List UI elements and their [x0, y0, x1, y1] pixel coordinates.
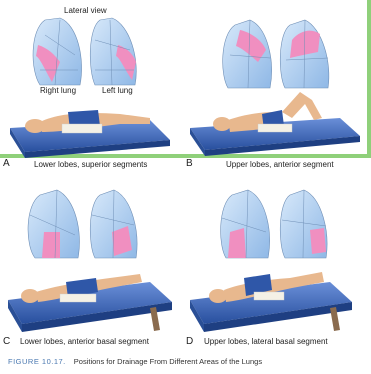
left-lung-label: Left lung	[102, 86, 133, 95]
panel-b-right-lung	[223, 20, 272, 88]
panel-b-left-lung	[280, 20, 329, 88]
panel-d-left-lung	[280, 190, 327, 258]
panel-a-right-lung	[33, 18, 82, 85]
panel-d-label: Upper lobes, lateral basal segment	[204, 337, 328, 346]
figure-number: FIGURE 10.17.	[8, 357, 66, 366]
panel-a-label: Lower lobes, superior segments	[34, 160, 147, 169]
panel-d-right-lung	[221, 190, 270, 258]
panel-c-left-lung	[90, 190, 137, 258]
panel-c-letter: C	[3, 336, 10, 347]
panel-b-letter: B	[186, 158, 193, 169]
panel-d-letter: D	[186, 336, 193, 347]
panel-c-label: Lower lobes, anterior basal segment	[20, 337, 149, 346]
panel-a-letter: A	[3, 158, 10, 169]
figure-caption: FIGURE 10.17. Positions for Drainage From…	[8, 357, 262, 366]
panel-a-left-lung	[90, 18, 136, 85]
panel-c-right-lung	[28, 190, 79, 258]
panel-b-label: Upper lobes, anterior segment	[226, 160, 334, 169]
right-lung-label: Right lung	[40, 86, 76, 95]
figure-caption-text: Positions for Drainage From Different Ar…	[74, 357, 262, 366]
